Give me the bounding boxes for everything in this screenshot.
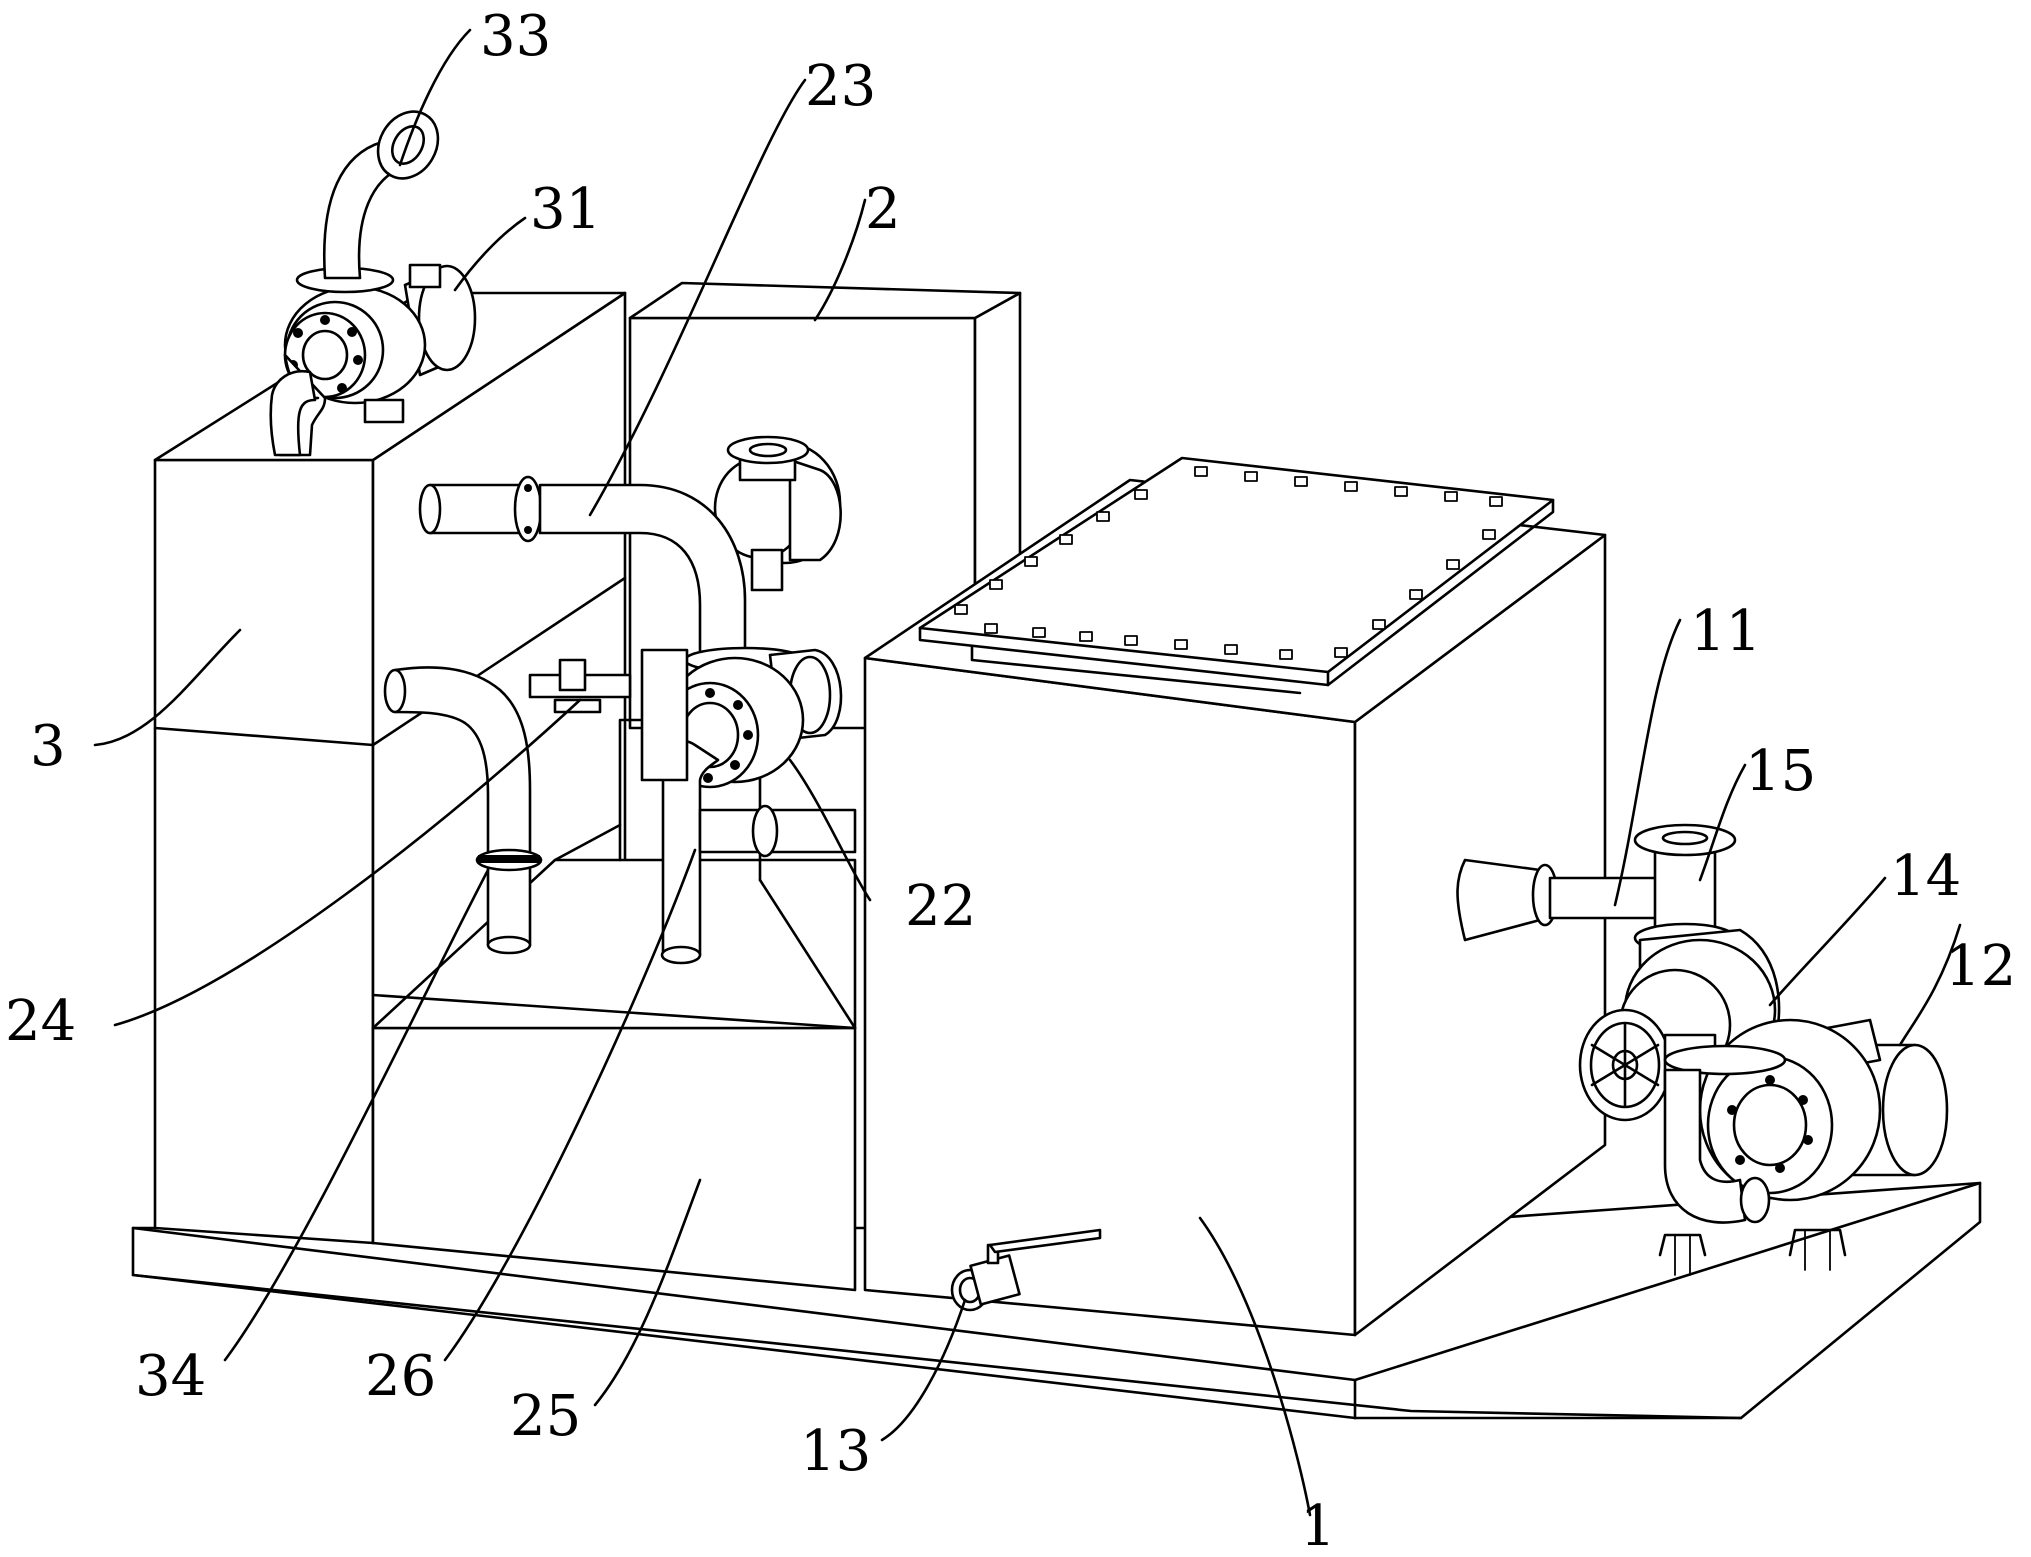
label-25: 25 <box>510 1384 581 1449</box>
pipe-34 <box>383 666 543 955</box>
label-22: 22 <box>905 874 976 939</box>
cover-bolts <box>954 466 1503 660</box>
part-labels: 33 31 23 2 3 11 15 14 12 22 24 34 26 25 … <box>5 4 2016 1557</box>
middle-box-25 <box>371 718 857 1292</box>
label-12: 12 <box>1945 934 2016 999</box>
label-33: 33 <box>480 4 551 69</box>
label-13: 13 <box>800 1419 871 1484</box>
label-23: 23 <box>805 54 876 119</box>
label-24: 24 <box>5 989 76 1054</box>
label-11: 11 <box>1690 599 1761 664</box>
drain-valve-13 <box>950 1228 1102 1312</box>
label-14: 14 <box>1890 844 1961 909</box>
label-31: 31 <box>530 177 601 242</box>
leader-lines <box>93 28 1962 1517</box>
label-3: 3 <box>30 714 66 779</box>
label-15: 15 <box>1745 739 1816 804</box>
pump-22-assembly <box>418 435 857 965</box>
tank-1 <box>863 456 1607 1337</box>
pump-12-assembly <box>1456 823 1949 1276</box>
label-2: 2 <box>865 177 901 242</box>
pump-12-bolts <box>1727 1075 1813 1173</box>
pump-31-assembly <box>269 110 477 457</box>
label-1: 1 <box>1300 1494 1336 1552</box>
label-34: 34 <box>135 1344 206 1409</box>
label-26: 26 <box>365 1344 436 1409</box>
